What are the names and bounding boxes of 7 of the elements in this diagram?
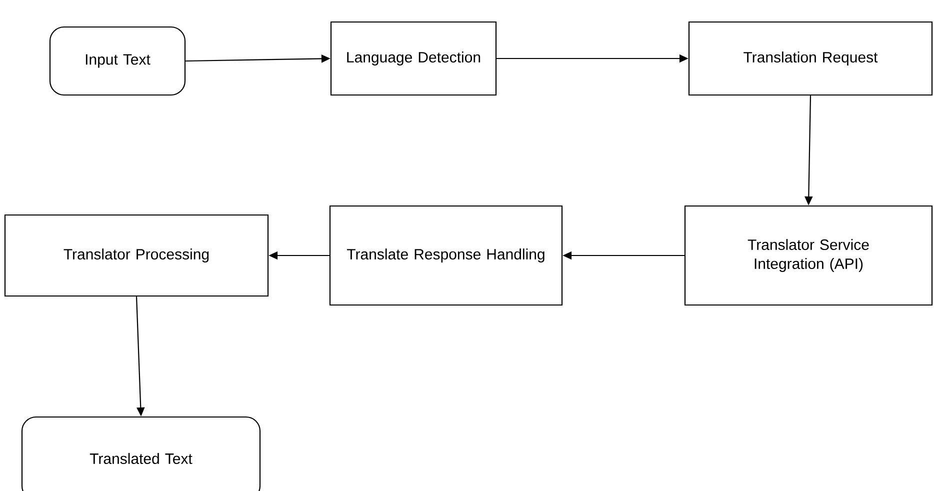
terminal-box: Input Text bbox=[49, 26, 186, 96]
process-box: Translator Processing bbox=[4, 214, 269, 297]
process-box: Translate Response Handling bbox=[329, 205, 563, 306]
process-box: Language Detection bbox=[330, 21, 497, 96]
process-box: Translator Service Integration (API) bbox=[684, 205, 933, 306]
terminal-box: Translated Text bbox=[21, 416, 261, 491]
process-box: Translation Request bbox=[688, 21, 933, 96]
